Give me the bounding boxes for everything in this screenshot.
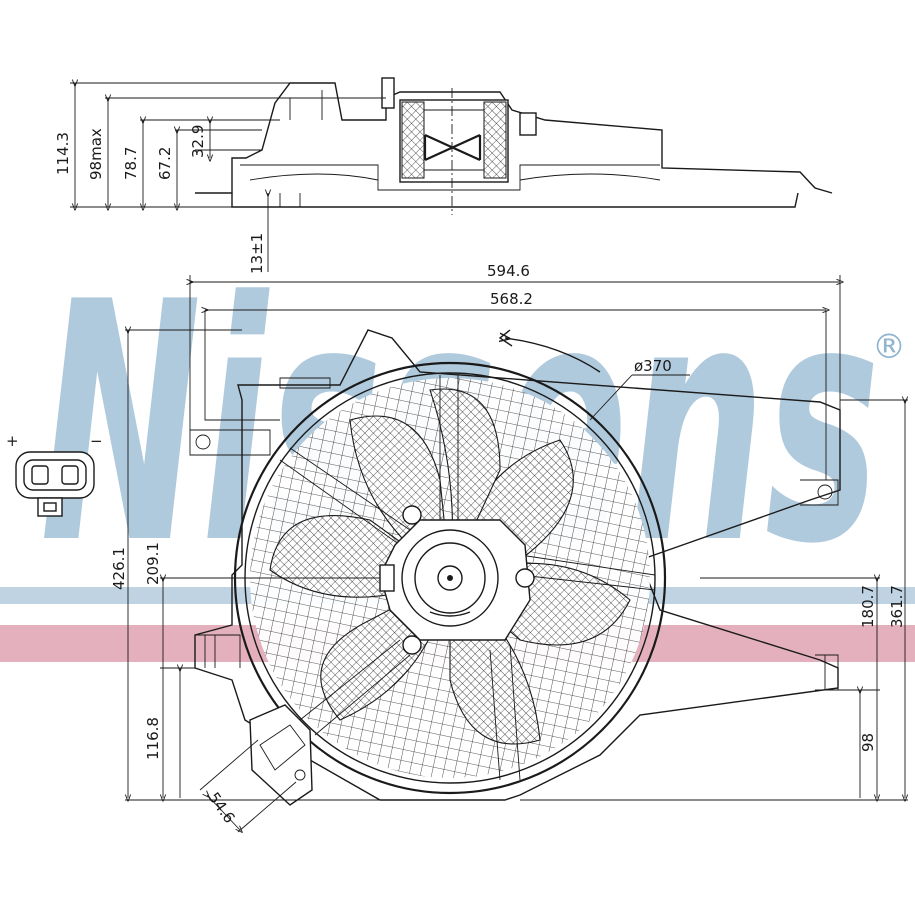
dim-total-height-left: 426.1 [110, 547, 128, 590]
fan-struts [279, 375, 656, 781]
dim-side-h2: 67.2 [156, 147, 174, 180]
connector-minus-label: − [90, 432, 103, 450]
dim-center-height-right: 180.7 [859, 585, 877, 628]
rotation-direction-arrow [505, 338, 601, 373]
dim-fan-diameter: ø370 [634, 357, 672, 375]
dim-side-max: 98max [87, 128, 105, 180]
dim-connector-size: 54.6 [205, 789, 239, 827]
dim-side-h1: 78.7 [122, 147, 140, 180]
motor-hub [379, 505, 535, 655]
dim-lower-mount-left: 116.8 [144, 717, 162, 760]
dim-center-height-left: 209.1 [144, 542, 162, 585]
shroud-outline [194, 329, 841, 801]
dim-total-height-right: 361.7 [888, 585, 906, 628]
side-view: 114.3 98max 78.7 67.2 32.9 13±1 [54, 77, 833, 274]
dim-inner-width: 568.2 [490, 290, 533, 308]
front-view [189, 329, 841, 806]
watermark-registered-mark: ® [872, 327, 906, 367]
dim-side-offset: 13±1 [248, 233, 266, 274]
front-dimensions: 594.6 568.2 ø370 426.1 209.1 116.8 180.7… [110, 262, 908, 832]
electrical-connector: + − [6, 432, 103, 517]
dim-side-total-height: 114.3 [54, 132, 72, 175]
dim-side-h3: 32.9 [189, 125, 207, 158]
mounting-connector-housing [249, 704, 313, 806]
dim-lower-mount-right: 98 [859, 733, 877, 752]
connector-plus-label: + [6, 432, 19, 450]
connector-housing [15, 451, 95, 499]
dim-overall-width: 594.6 [487, 262, 530, 280]
